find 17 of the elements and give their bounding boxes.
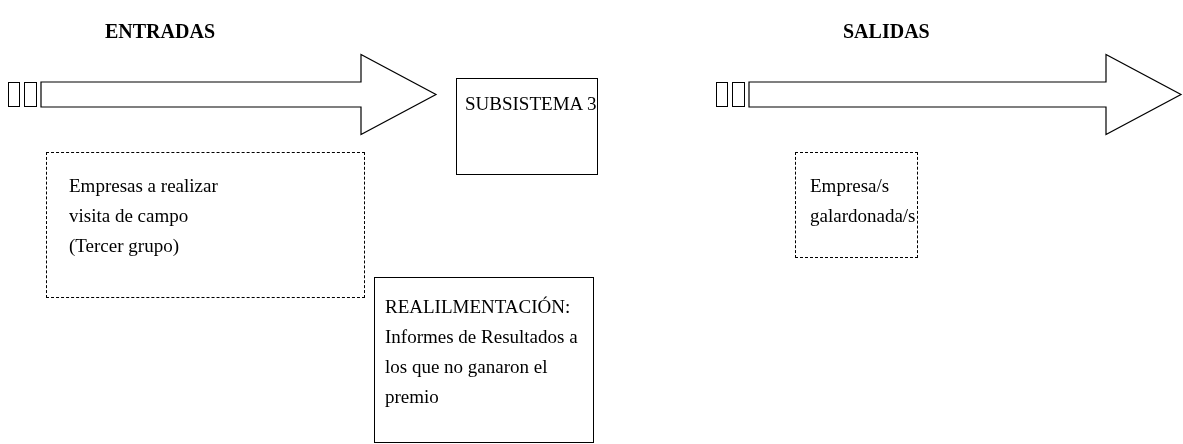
small-square — [24, 82, 37, 107]
small-square — [716, 82, 728, 107]
box-text: REALILMENTACIÓN: — [385, 295, 572, 319]
box-text: Empresas a realizar visita de campo (Tercer grupo) — [69, 174, 219, 258]
process-box — [456, 78, 598, 175]
dashed-note-box — [795, 152, 918, 258]
section-heading: ENTRADAS — [105, 19, 216, 44]
dashed-note-box — [46, 152, 365, 298]
block-arrow — [748, 53, 1183, 136]
box-text: Informes de Resultados a los que no ganaron el premio — [385, 325, 579, 409]
section-heading: SALIDAS — [843, 19, 930, 44]
box-text: Empresa/s galardonada/s — [810, 174, 917, 228]
small-square — [732, 82, 745, 107]
feedback-box — [374, 277, 594, 443]
small-square — [8, 82, 20, 107]
block-arrow — [40, 53, 438, 136]
box-text: SUBSISTEMA 3 — [465, 92, 597, 116]
